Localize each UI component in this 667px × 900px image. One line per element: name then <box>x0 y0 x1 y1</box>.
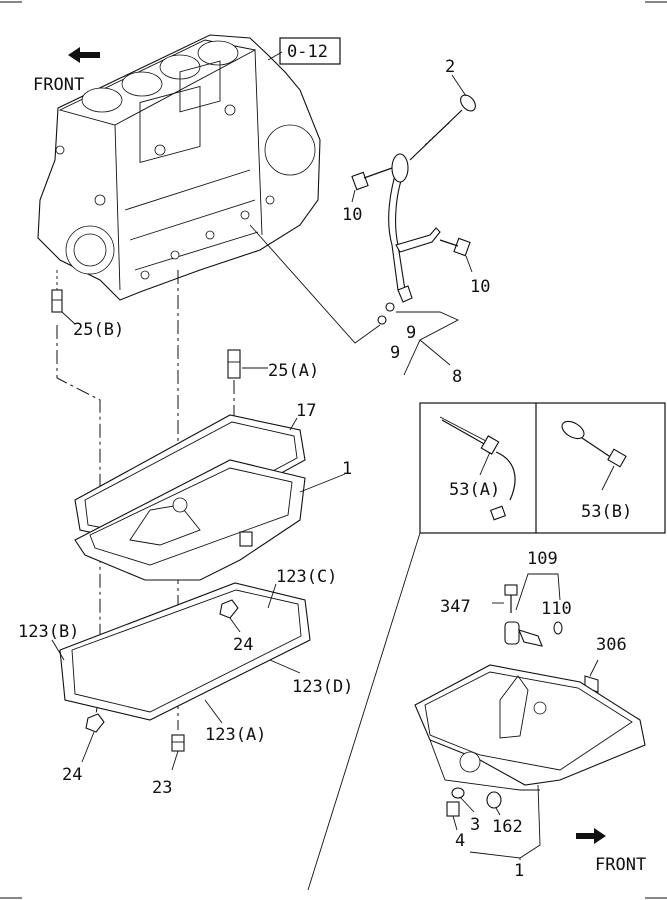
label-123d: 123(D) <box>292 677 353 697</box>
label-10-upper: 10 <box>342 205 362 225</box>
label-1-top: 1 <box>342 459 352 479</box>
label-53a: 53(A) <box>449 480 500 500</box>
drain-plug-23-icon <box>171 734 185 752</box>
front-arrow-bottom-icon <box>576 828 606 844</box>
label-306: 306 <box>596 635 627 655</box>
label-53b: 53(B) <box>581 502 632 522</box>
label-9b: 9 <box>390 343 400 363</box>
gasket-123 <box>59 582 311 721</box>
inset-box <box>419 402 666 534</box>
dipstick-53b <box>561 420 627 468</box>
label-4: 4 <box>455 831 465 851</box>
label-162: 162 <box>492 817 523 837</box>
label-3: 3 <box>470 815 480 835</box>
label-24-lower: 24 <box>62 765 82 785</box>
label-1-bottom: 1 <box>514 861 524 881</box>
o-ring-lower-icon <box>377 315 387 325</box>
label-110: 110 <box>541 599 572 619</box>
dipstick-guide <box>388 153 441 303</box>
o-ring-upper-icon <box>385 302 395 312</box>
front-label-top: FRONT <box>33 75 84 95</box>
reference-box[interactable]: 0-12 <box>279 37 341 65</box>
label-25b: 25(B) <box>73 320 124 340</box>
reference-box-label: 0-12 <box>287 42 328 62</box>
label-109: 109 <box>527 549 558 569</box>
label-123c: 123(C) <box>276 567 337 587</box>
bolt-10-upper-icon <box>351 167 393 191</box>
label-8: 8 <box>452 367 462 387</box>
bolt-347-icon <box>504 584 518 613</box>
label-123b: 123(B) <box>18 622 79 642</box>
label-347: 347 <box>440 597 471 617</box>
washer-3-icon <box>451 787 465 799</box>
label-24-upper: 24 <box>233 635 253 655</box>
label-25a: 25(A) <box>268 361 319 381</box>
nut-24-upper-icon <box>219 599 239 619</box>
dipstick <box>409 94 476 161</box>
label-17: 17 <box>296 401 316 421</box>
label-123a: 123(A) <box>205 725 266 745</box>
oil-pan-assembly <box>414 664 646 791</box>
label-2: 2 <box>445 57 455 77</box>
label-23: 23 <box>152 778 172 798</box>
engine-block <box>37 34 321 301</box>
bolt-10-lower-icon <box>439 237 471 257</box>
drain-plug-4-icon <box>446 801 460 817</box>
nut-24-lower-icon <box>85 713 105 733</box>
plug-162-icon <box>486 791 502 809</box>
oil-pan <box>74 459 306 581</box>
stud-25a-icon <box>227 349 241 379</box>
dipstick-53a <box>439 416 516 521</box>
label-9a: 9 <box>406 323 416 343</box>
front-label-bottom: FRONT <box>595 855 646 875</box>
label-10-lower: 10 <box>470 277 490 297</box>
sensor-110-icon <box>504 621 563 647</box>
stud-25b-icon <box>51 270 63 313</box>
front-arrow-top-icon <box>68 47 100 63</box>
